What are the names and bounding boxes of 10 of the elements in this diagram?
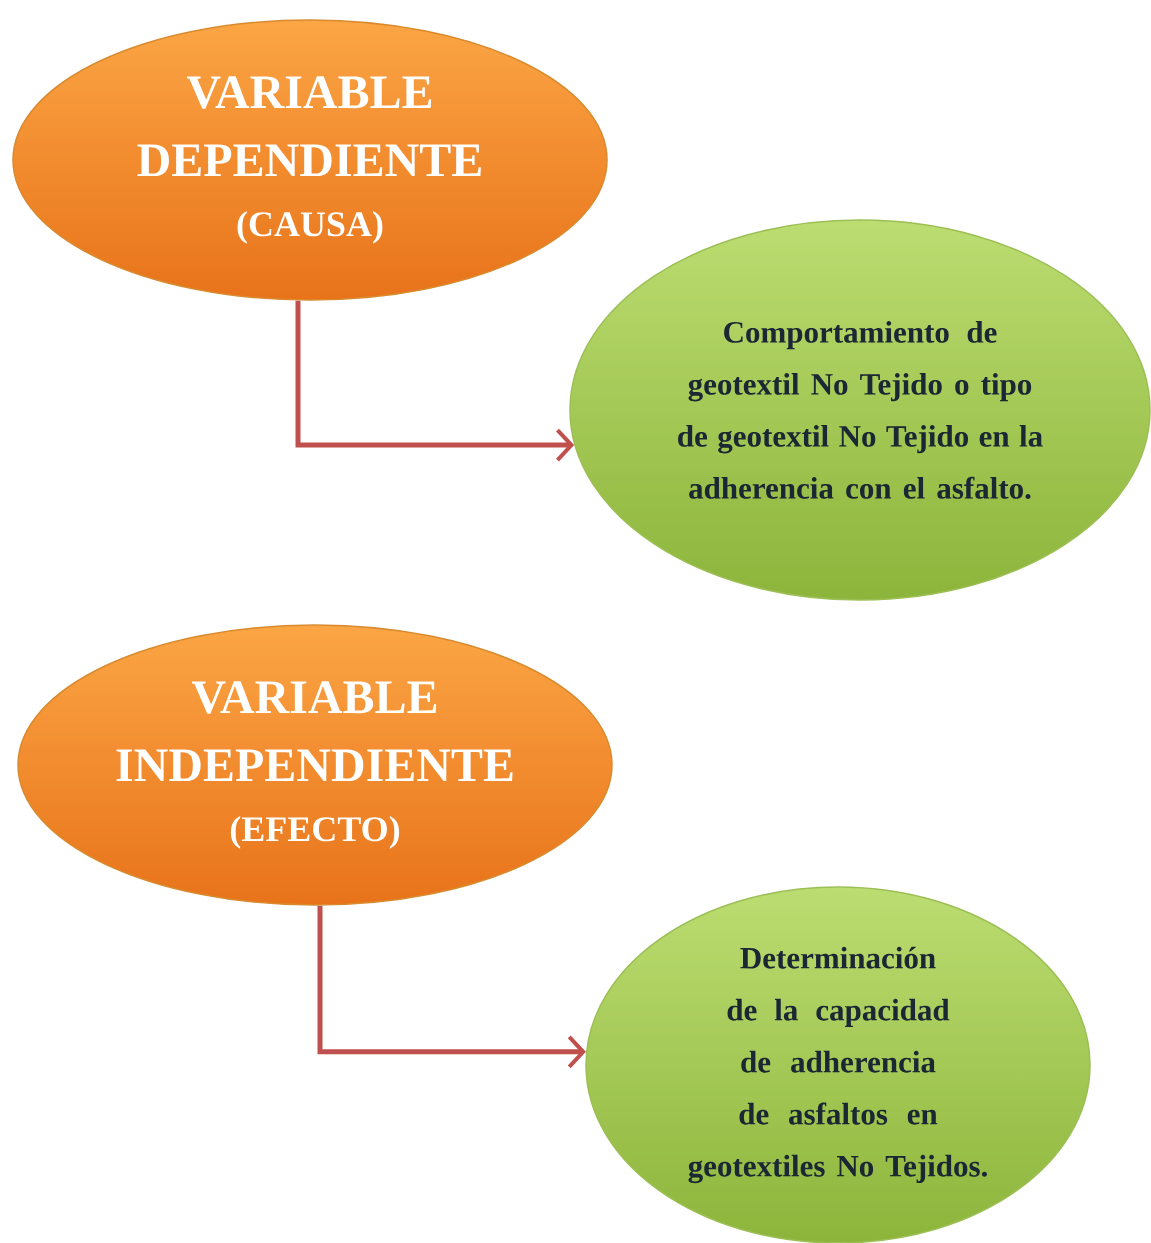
variable-ellipse [17,624,613,906]
elbow-arrow [295,300,575,462]
variable-text: VARIABLE INDEPENDIENTE (EFECTO) [116,681,513,849]
elbow-arrow [317,905,586,1069]
description-ellipse [585,886,1091,1243]
description-ellipse [569,219,1151,601]
description-text: Determinación de la capacidad de adherencia de asfaltos en geotextiles No Tejidos. [688,946,987,1184]
variable-text: VARIABLE DEPENDIENTE (CAUSA) [137,76,481,244]
variable-ellipse [12,19,608,301]
description-text: Comportamiento de geotextil No Tejido o tipo de geotextil No Tejido en la adherencia con el asfalto. [678,321,1043,499]
